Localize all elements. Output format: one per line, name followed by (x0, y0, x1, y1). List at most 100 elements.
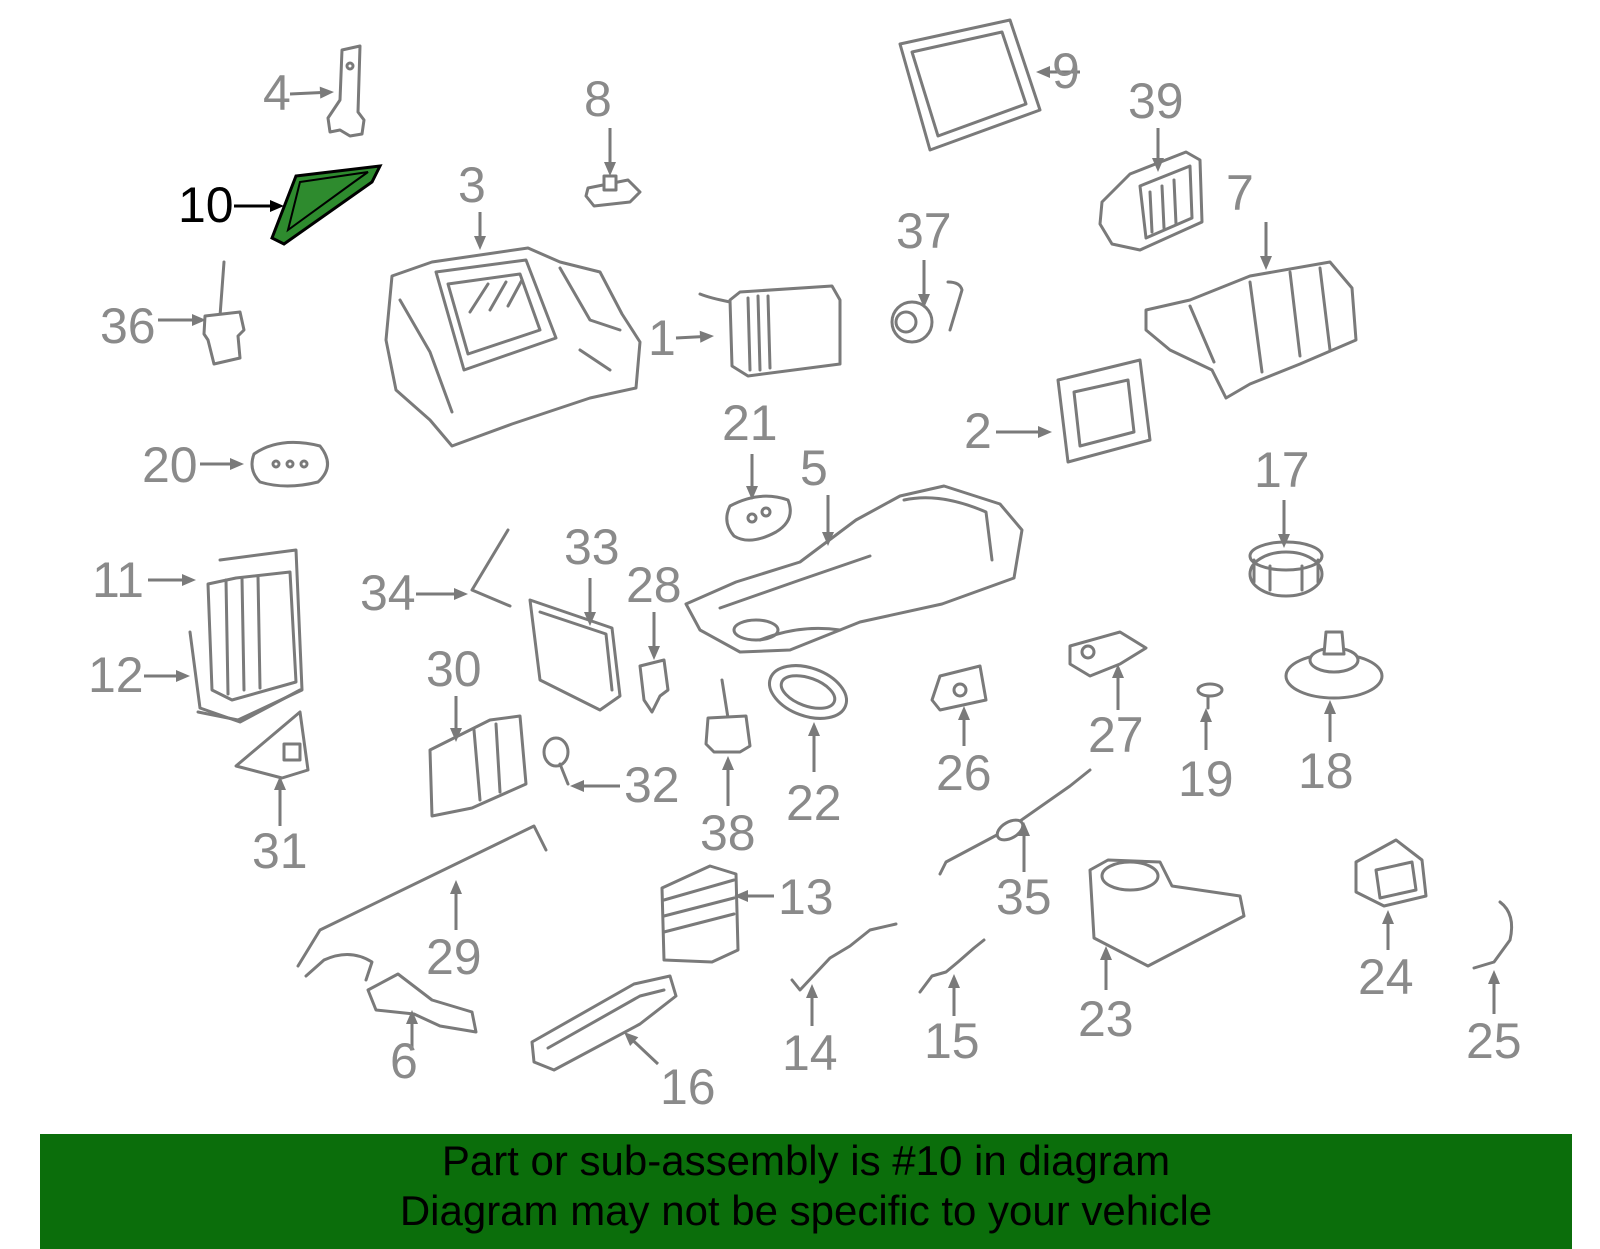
arrowhead-37 (918, 294, 930, 308)
arrowhead-36 (192, 314, 206, 326)
part-39-module (1098, 150, 1204, 252)
part-24-door (1354, 838, 1428, 908)
part-21-seal (725, 494, 792, 542)
callout-9: 9 (1052, 43, 1080, 99)
part-6-bracket (366, 972, 478, 1034)
callout-20: 20 (142, 437, 198, 493)
callout-14: 14 (782, 1025, 838, 1081)
part-13-module (660, 864, 740, 964)
arrowhead-25 (1488, 970, 1500, 984)
arrowhead-17 (1278, 534, 1290, 548)
arrowhead-31 (274, 776, 286, 790)
arrowhead-35 (1018, 822, 1030, 836)
callout-23: 23 (1078, 991, 1134, 1047)
callout-7: 7 (1226, 165, 1254, 221)
leader-line-1 (675, 335, 703, 340)
arrowhead-26 (958, 706, 970, 720)
part-36-actuator (202, 260, 246, 366)
callout-27: 27 (1088, 707, 1144, 763)
arrowhead-5 (822, 532, 834, 546)
arrowhead-32 (570, 780, 584, 792)
callout-1: 1 (648, 310, 676, 366)
arrowhead-3 (474, 236, 486, 250)
callout-37: 37 (896, 203, 952, 259)
part-33-module (528, 598, 622, 712)
part-38-actuator (704, 678, 752, 754)
arrowhead-33 (584, 612, 596, 626)
part-32-sensor (542, 736, 570, 786)
leader-line-4 (289, 91, 323, 96)
arrowhead-20 (230, 458, 244, 470)
part-2-door (1056, 358, 1152, 464)
part-16-vent (530, 974, 678, 1072)
part-23-duct (1088, 858, 1246, 968)
part-15-line (918, 938, 986, 994)
part-18-blower-motor (1284, 630, 1384, 700)
callout-6: 6 (390, 1033, 418, 1089)
callout-33: 33 (564, 519, 620, 575)
arrowhead-23 (1100, 946, 1112, 960)
part-4-bracket (326, 44, 366, 138)
callout-30: 30 (426, 641, 482, 697)
callout-19: 19 (1178, 751, 1234, 807)
arrowhead-7 (1260, 256, 1272, 270)
part-37-actuator (890, 280, 964, 344)
callout-17: 17 (1254, 442, 1310, 498)
part-19-plug (1196, 682, 1224, 710)
part-26-bracket (930, 664, 988, 712)
callout-10[interactable]: 10 (178, 177, 234, 233)
arrowhead-39 (1152, 158, 1164, 172)
part-35-cable (938, 768, 1092, 876)
part-34-rod (470, 528, 512, 608)
arrowhead-21 (746, 486, 758, 500)
part-17-blower-wheel (1248, 540, 1324, 598)
arrowhead-8 (604, 162, 616, 176)
arrowhead-19 (1200, 708, 1212, 722)
part-10-filter[interactable] (270, 164, 383, 246)
arrowhead-18 (1324, 700, 1336, 714)
callout-2: 2 (964, 403, 992, 459)
part-31-bracket (234, 710, 310, 780)
callout-24: 24 (1358, 949, 1414, 1005)
callout-35: 35 (996, 869, 1052, 925)
part-20-seal (250, 440, 329, 488)
callout-29: 29 (426, 929, 482, 985)
arrowhead-9 (1036, 66, 1050, 78)
arrowhead-22 (808, 722, 820, 736)
banner-line-2: Diagram may not be specific to your vehi… (399, 1187, 1213, 1234)
part-11-heater-core (196, 548, 304, 722)
callout-26: 26 (936, 745, 992, 801)
callout-16: 16 (660, 1059, 716, 1115)
arrowhead-1 (699, 330, 714, 343)
info-banner: Part or sub-assembly is #10 in diagram D… (40, 1134, 1572, 1249)
part-7-duct (1144, 260, 1358, 400)
part-12-seal (188, 630, 302, 724)
leader-line-16 (631, 1039, 660, 1066)
callout-8: 8 (584, 71, 612, 127)
callout-22: 22 (786, 775, 842, 831)
callout-18: 18 (1298, 743, 1354, 799)
part-14-line (790, 922, 898, 992)
arrowhead-24 (1382, 910, 1394, 924)
part-8-clip (584, 174, 642, 208)
callout-38: 38 (700, 805, 756, 861)
part-3-housing (384, 246, 642, 448)
arrowhead-12 (176, 670, 190, 682)
part-30-module (428, 714, 528, 818)
banner-line-1: Part or sub-assembly is #10 in diagram (441, 1137, 1171, 1184)
arrowhead-34 (454, 588, 468, 600)
part-1-evaporator (698, 284, 842, 378)
callout-25: 25 (1466, 1013, 1522, 1069)
callout-21: 21 (722, 395, 778, 451)
part-28-sensor (638, 658, 670, 714)
part-5-case (684, 484, 1024, 654)
arrowhead-28 (648, 646, 660, 660)
part-25-bracket (1472, 900, 1514, 970)
callout-34: 34 (360, 565, 416, 621)
part-27-clip (1068, 630, 1148, 678)
callout-32: 32 (624, 757, 680, 813)
arrowhead-29 (450, 880, 462, 894)
callout-31: 31 (252, 823, 308, 879)
